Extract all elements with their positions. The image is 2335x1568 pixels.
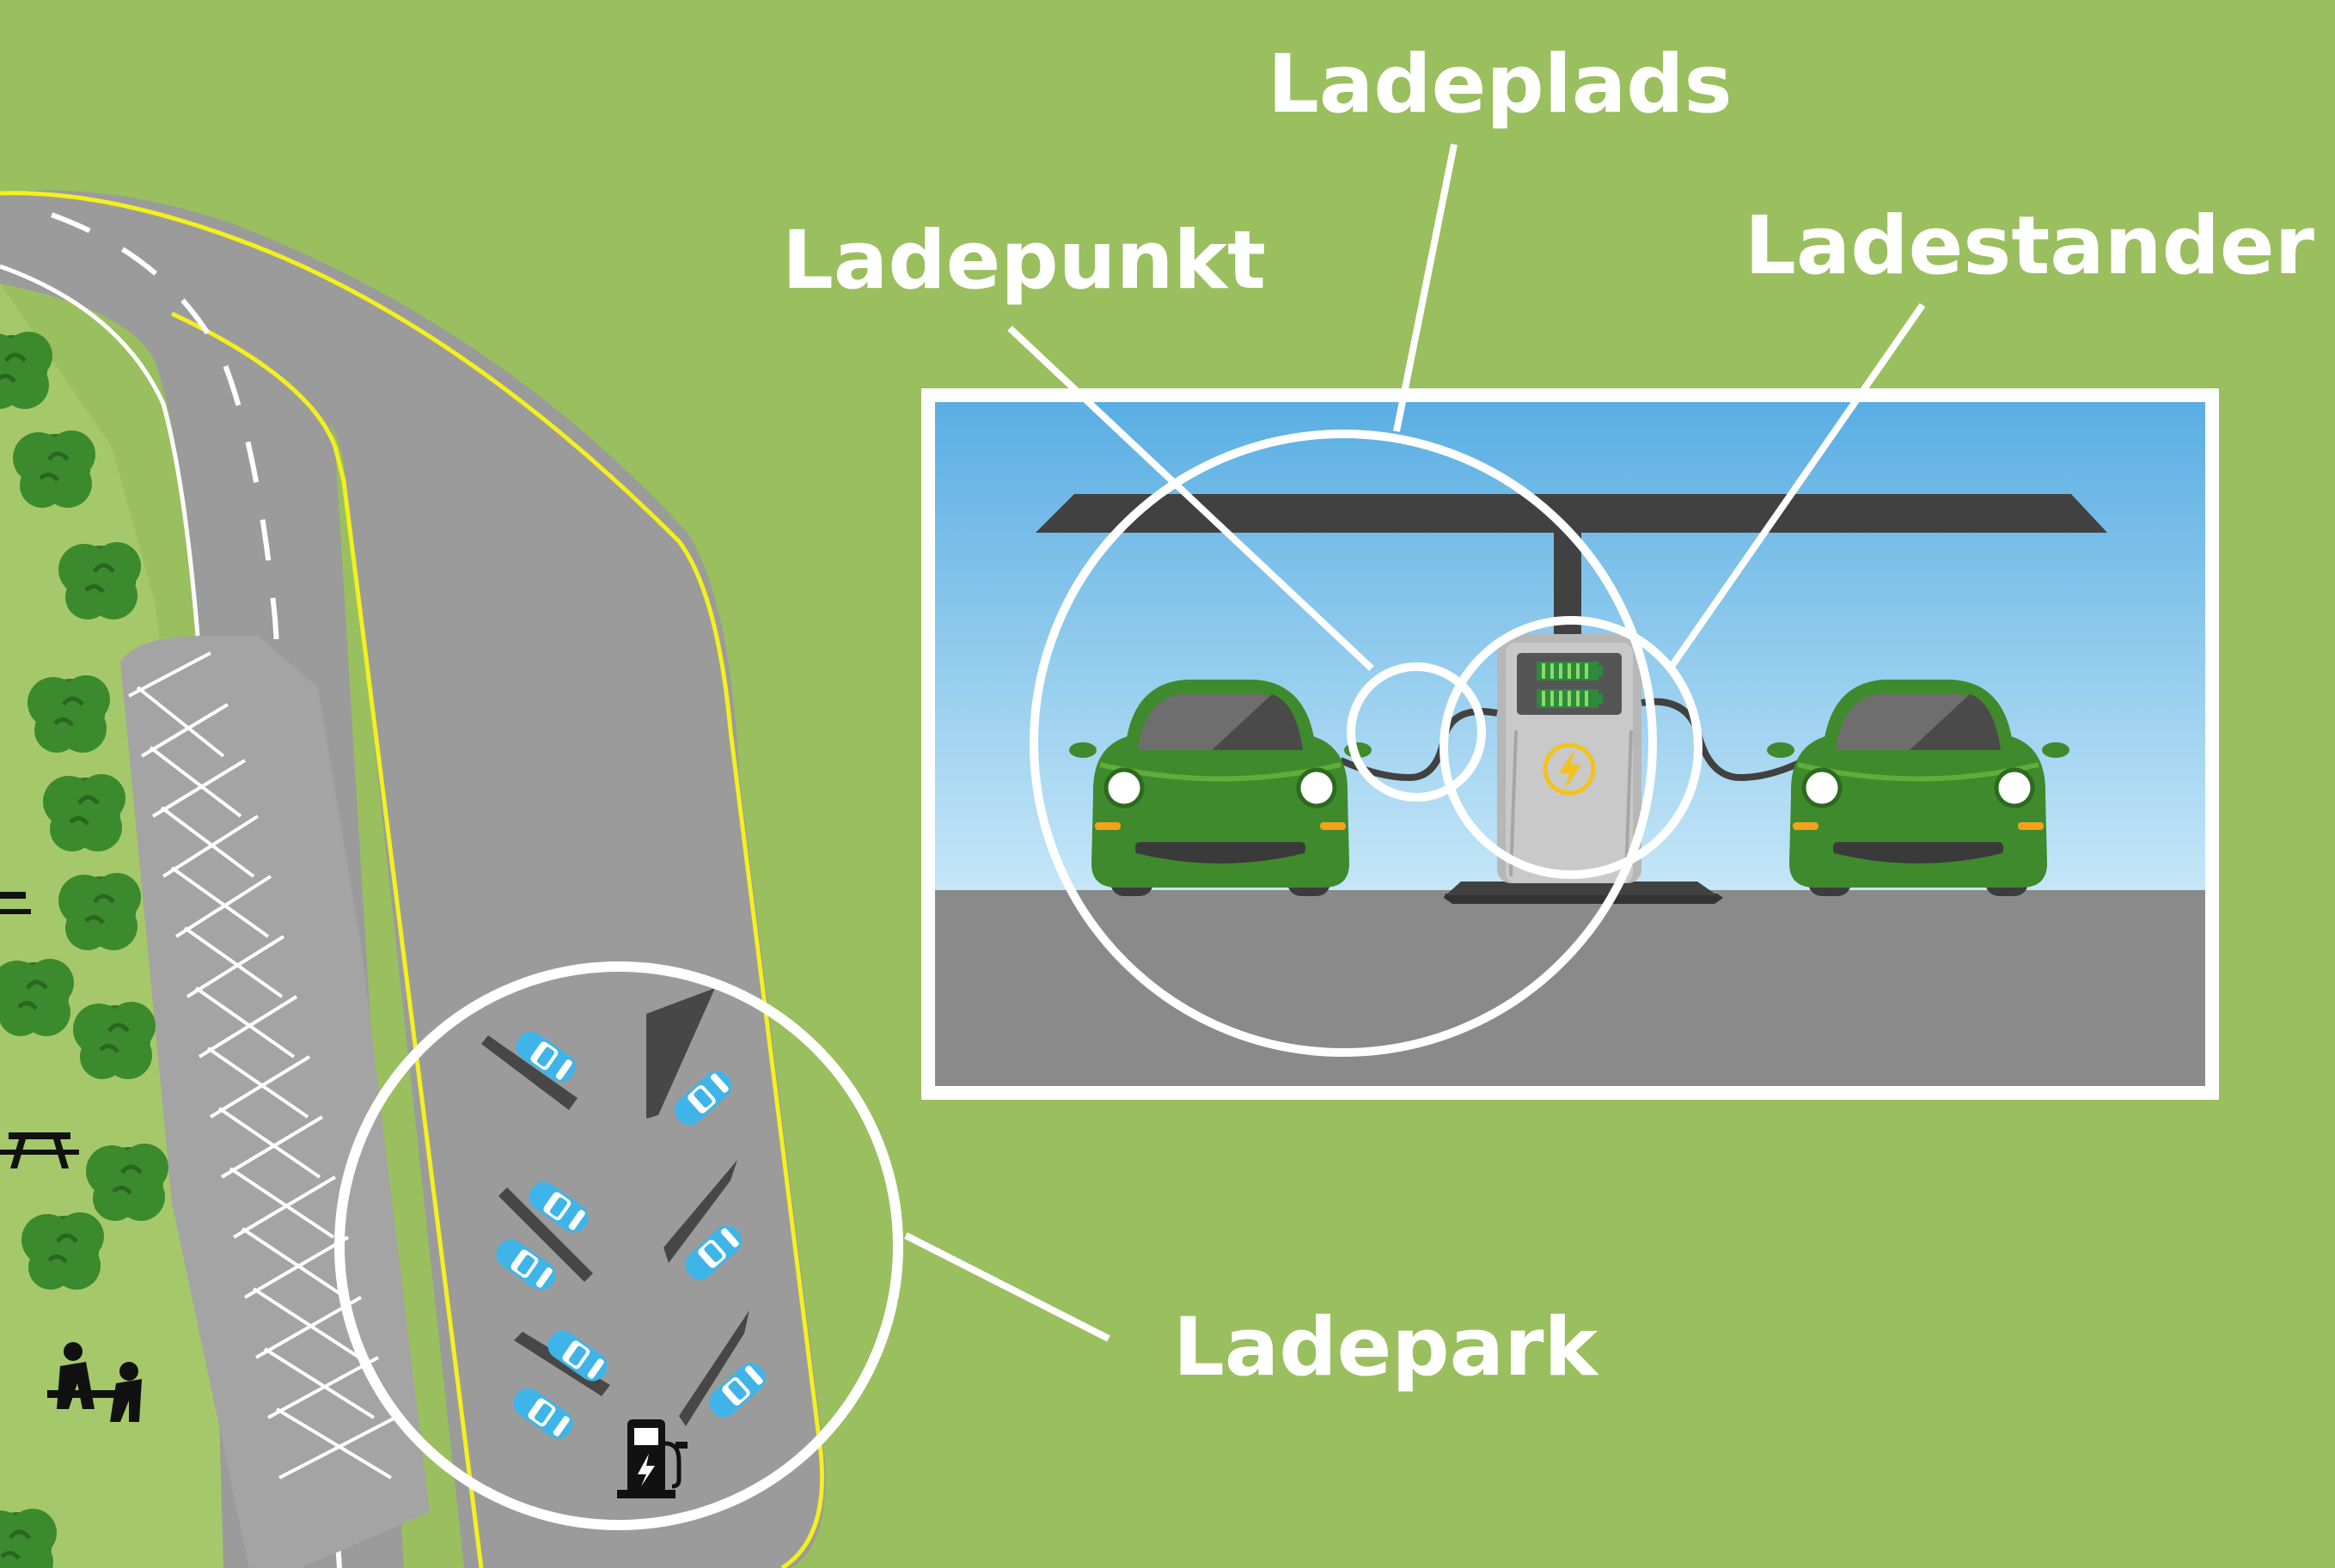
label-ladepark: Ladepark [1173, 1301, 1599, 1394]
ladepark-circle [334, 961, 903, 1530]
canopy [1036, 494, 2107, 533]
charging-scene-panel [921, 388, 2219, 1100]
label-ladepunkt: Ladepunkt [782, 214, 1266, 308]
label-ladeplads: Ladeplads [1268, 38, 1733, 131]
picnic-people-icon [47, 1342, 142, 1422]
label-ladestander: Ladestander [1745, 199, 2315, 293]
ladeplads-circle [1030, 430, 1657, 1057]
parking-bays [481, 988, 749, 1426]
charging-cable-right [1641, 698, 1806, 782]
leader-ladeplads [1393, 143, 1458, 432]
lane-dashes [50, 212, 342, 1568]
rest-area-asphalt [0, 190, 826, 1568]
leader-ladestander [1666, 302, 1926, 673]
leader-ladepark [904, 1232, 1110, 1342]
ladepunkt-circle [1347, 662, 1486, 802]
road-edge-line [0, 264, 200, 637]
ladestander-circle [1440, 616, 1702, 879]
lightning-icon [1543, 742, 1596, 796]
charging-cable-left [1339, 708, 1498, 782]
leader-lines [904, 143, 1926, 1342]
island-hatching [128, 651, 396, 1480]
edge-line-outer [0, 191, 825, 1568]
charging-station [1497, 634, 1641, 883]
edge-line-inner [170, 311, 484, 1568]
charging-station-icon [617, 1419, 688, 1498]
battery-icon [1537, 662, 1603, 708]
picnic-table-icon [0, 892, 79, 1168]
leader-ladepunkt [1007, 326, 1374, 671]
